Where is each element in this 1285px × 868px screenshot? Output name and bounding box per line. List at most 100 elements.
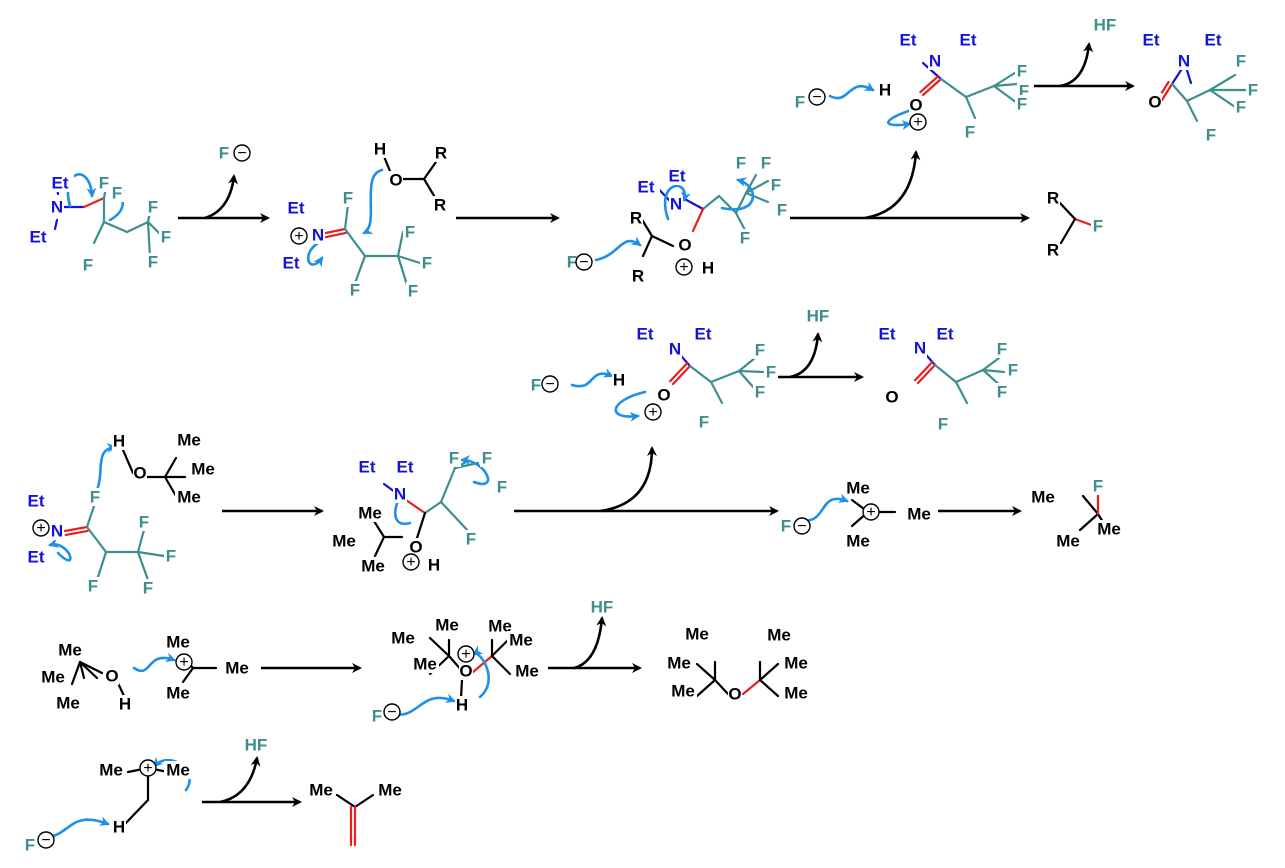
bond-18	[396, 254, 422, 265]
atom-bg-83	[141, 579, 155, 597]
atom-label-h-136: H	[113, 818, 125, 837]
atom-label-r-55: R	[1047, 241, 1059, 260]
atom-label-f-83: F	[143, 579, 153, 598]
atom-label-f-72: F	[997, 340, 1007, 359]
electron-push-arrow-4	[594, 236, 642, 262]
atom-bg-63	[753, 341, 767, 359]
atom-label-me-104: Me	[846, 532, 870, 551]
bond-42	[992, 69, 1020, 88]
bond-75	[85, 525, 108, 554]
atom-bg-54	[1046, 189, 1060, 207]
bond-39	[939, 77, 968, 99]
double-bond-66	[913, 361, 934, 382]
atom-bg-105	[1029, 488, 1057, 506]
atom-label-f-53: F	[1206, 126, 1216, 145]
bond-83	[163, 456, 178, 479]
leaving-arrow-3	[789, 332, 823, 379]
atom-label-f-41: F	[1017, 62, 1027, 81]
atom-label-et-2: Et	[30, 228, 47, 247]
bond-11	[53, 218, 59, 231]
bond-32	[744, 179, 770, 195]
atom-label-me-140: Me	[378, 781, 402, 800]
atom-bg-56	[1091, 217, 1105, 235]
atom-label-f-14: F	[350, 281, 360, 300]
atom-bg-50	[1234, 52, 1248, 70]
atom-label-et-36: Et	[960, 31, 977, 50]
bond-94	[372, 519, 386, 539]
atom-bg-25	[734, 154, 748, 172]
atom-bg-109	[39, 668, 67, 686]
leaving-arrow-2	[1059, 42, 1094, 88]
atom-bg-43	[1015, 95, 1029, 113]
atom-label-o-60: O	[657, 386, 670, 405]
leaving-arrow-0	[204, 174, 239, 220]
atom-label-me-117: Me	[391, 629, 415, 648]
atom-bg-79	[88, 488, 102, 506]
minus-charge-icon-10	[793, 517, 811, 535]
atom-label-f-137: F	[25, 836, 35, 855]
bond-121	[695, 662, 717, 682]
plus-charge-icon-13	[457, 645, 475, 663]
bond-46	[1073, 217, 1096, 228]
atom-bg-102	[844, 479, 872, 497]
bond-56	[1208, 88, 1237, 109]
minus-charge-sign-6: −	[545, 376, 554, 393]
atom-bg-135	[164, 761, 192, 779]
atom-label-n-11: N	[312, 226, 324, 245]
bond-1	[82, 196, 106, 209]
atom-bg-61	[612, 371, 626, 389]
plus-charge-icon-3	[675, 258, 693, 276]
atom-label-me-122: Me	[488, 617, 512, 636]
atom-bg-62	[529, 376, 543, 394]
atom-bg-111	[54, 694, 82, 712]
atom-bg-103	[905, 505, 933, 523]
plus-charge-sign-3: +	[679, 259, 688, 276]
bond-124	[713, 678, 730, 696]
atom-bg-66	[697, 413, 711, 431]
atom-label-o-49: O	[1148, 93, 1161, 112]
atom-bg-21	[433, 196, 447, 214]
atom-label-me-108: Me	[1097, 520, 1121, 539]
atom-bg-90	[391, 458, 419, 476]
bond-80	[136, 550, 150, 582]
atom-bg-72	[995, 340, 1009, 358]
atom-bg-91	[393, 485, 407, 503]
atom-label-f-44: F	[965, 123, 975, 142]
bond-81	[121, 448, 135, 475]
bond-6	[125, 220, 150, 234]
electron-push-arrow-9	[570, 368, 614, 388]
atom-label-f-17: F	[408, 282, 418, 301]
bond-41	[964, 84, 996, 99]
atom-label-me-87: Me	[191, 460, 215, 479]
atom-bg-113	[118, 695, 132, 713]
atom-bg-29	[738, 229, 752, 247]
atom-bg-17	[406, 282, 420, 300]
bond-93	[415, 511, 427, 540]
bond-59	[688, 364, 713, 384]
minus-charge-sign-2: −	[579, 254, 588, 271]
bond-104	[78, 660, 99, 680]
atom-label-me-131: Me	[767, 626, 791, 645]
atom-bg-98	[480, 449, 494, 467]
atom-label-et-90: Et	[397, 458, 414, 477]
atom-bg-77	[50, 522, 64, 540]
bond-66	[916, 363, 937, 385]
atom-bg-101	[779, 517, 793, 535]
bond-74	[85, 501, 97, 529]
bond-54	[1208, 73, 1237, 92]
atom-label-n-48: N	[1178, 52, 1190, 71]
atom-bg-12	[277, 254, 305, 272]
atom-bg-34	[565, 253, 579, 271]
bond-116	[471, 654, 494, 674]
atom-bg-87	[189, 460, 217, 478]
atom-label-me-94: Me	[361, 557, 385, 576]
electron-push-arrow-18	[390, 693, 456, 717]
plus-charge-icon-8	[32, 519, 50, 537]
bond-60	[709, 380, 724, 405]
bond-119	[490, 654, 512, 676]
atom-label-me-93: Me	[332, 532, 356, 551]
bond-134	[353, 793, 375, 809]
atom-bg-100	[464, 530, 478, 548]
bond-14	[343, 227, 367, 258]
atom-label-o-85: O	[133, 464, 146, 483]
